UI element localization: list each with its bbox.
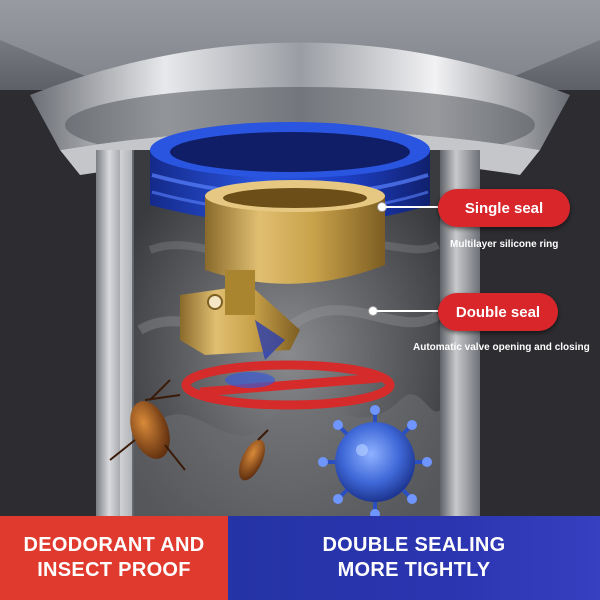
cockroach-icon bbox=[109, 379, 186, 471]
single-seal-description: Multilayer silicone ring bbox=[450, 239, 559, 250]
banner-right-line1: DOUBLE SEALING bbox=[322, 534, 506, 556]
callout-leader-line bbox=[377, 310, 438, 312]
virus-icon bbox=[318, 405, 432, 519]
double-seal-description: Automatic valve opening and closing bbox=[413, 342, 590, 353]
double-sealing-banner: DOUBLE SEALING MORE TIGHTLY bbox=[228, 516, 600, 600]
double-seal-label: Double seal bbox=[438, 293, 558, 331]
single-seal-label-text: Single seal bbox=[464, 199, 544, 217]
banner-left-line2: INSECT PROOF bbox=[37, 559, 191, 581]
callout-leader-line bbox=[386, 206, 438, 208]
deodorant-insect-proof-banner: DEODORANT AND INSECT PROOF bbox=[0, 516, 228, 600]
double-seal-label-text: Double seal bbox=[455, 303, 541, 321]
cockroach-icon bbox=[239, 429, 269, 481]
banner-left-line1: DEODORANT AND bbox=[23, 534, 205, 556]
single-seal-label: Single seal bbox=[438, 189, 570, 227]
banner-right-line2: MORE TIGHTLY bbox=[337, 559, 491, 581]
